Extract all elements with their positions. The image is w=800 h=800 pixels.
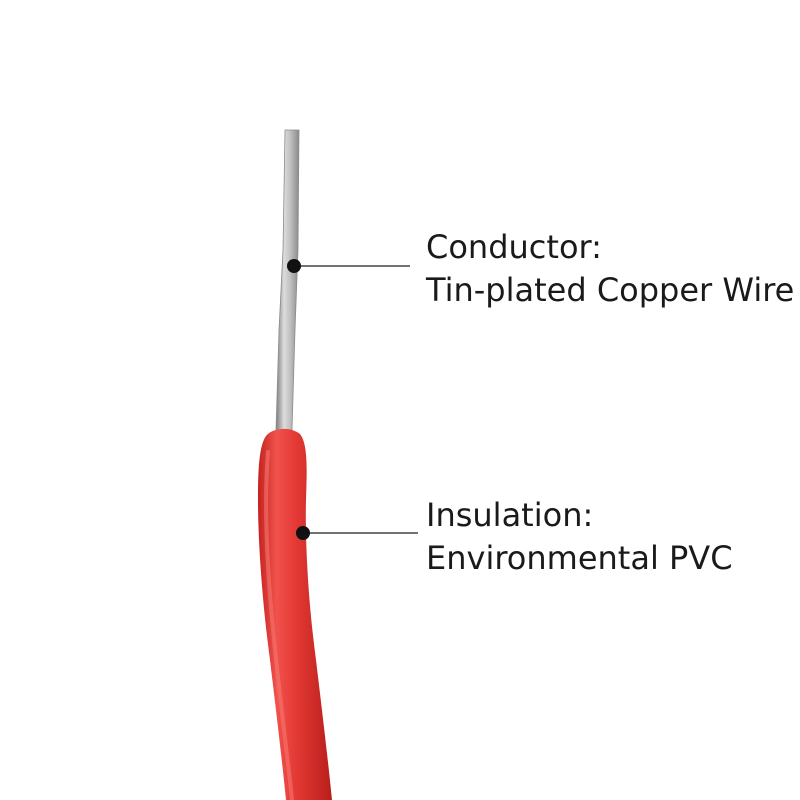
insulation-detail: Environmental PVC: [426, 539, 733, 577]
conductor-wire: [275, 129, 300, 431]
insulation-callout: Insulation: Environmental PVC: [426, 494, 733, 580]
insulation-jacket: [258, 428, 332, 800]
conductor-title: Conductor:: [426, 228, 602, 266]
insulation-marker-dot: [296, 526, 310, 540]
insulation-title: Insulation:: [426, 496, 594, 534]
conductor-marker-dot: [287, 259, 301, 273]
conductor-callout: Conductor: Tin-plated Copper Wire: [426, 226, 794, 312]
conductor-detail: Tin-plated Copper Wire: [426, 271, 795, 309]
